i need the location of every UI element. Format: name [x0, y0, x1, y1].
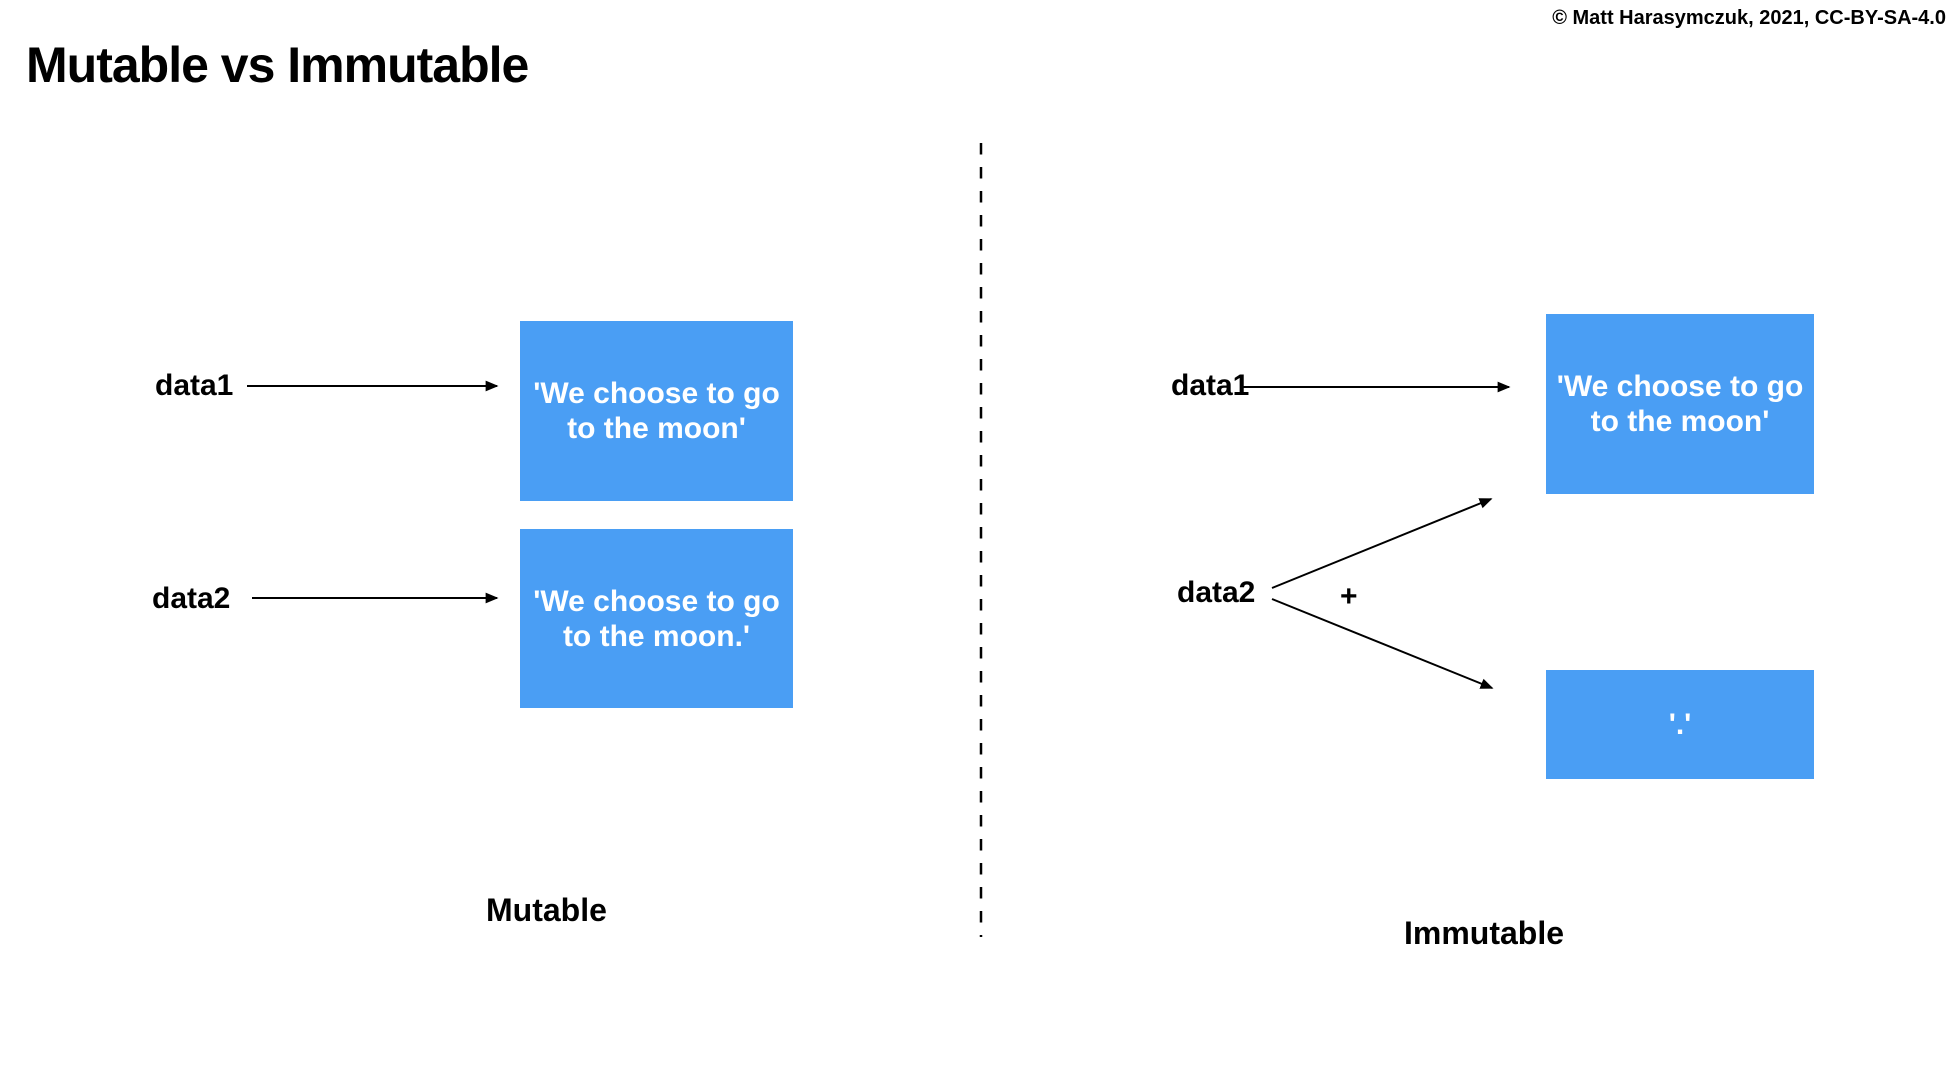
- immutable-caption: Immutable: [1404, 915, 1565, 951]
- copyright-notice: © Matt Harasymczuk, 2021, CC-BY-SA-4.0: [1552, 7, 1946, 29]
- right-data2-label: data2: [1177, 576, 1256, 609]
- left-data1-label: data1: [155, 369, 234, 402]
- right-data2-lower-arrow-icon: [1271, 598, 1494, 689]
- left-data1-value-box: 'We choose to go to the moon': [520, 321, 793, 501]
- mutable-caption: Mutable: [486, 892, 607, 928]
- left-data1-value-text: 'We choose to go to the moon': [533, 377, 780, 445]
- right-data2-value-text: '.': [1668, 708, 1692, 741]
- page-title: Mutable vs Immutable: [26, 37, 529, 93]
- left-data2-value-box: 'We choose to go to the moon.': [520, 529, 793, 708]
- left-data2-value-text: 'We choose to go to the moon.': [533, 584, 780, 653]
- right-data1-label: data1: [1171, 369, 1250, 402]
- right-data1-value-text: 'We choose to go to the moon': [1556, 370, 1804, 438]
- left-data2-label: data2: [152, 582, 231, 615]
- right-data2-value-box: '.': [1546, 670, 1814, 779]
- right-data1-value-box: 'We choose to go to the moon': [1546, 314, 1814, 494]
- concat-plus-operator: +: [1340, 580, 1358, 613]
- right-data2-upper-arrow-icon: [1271, 498, 1493, 589]
